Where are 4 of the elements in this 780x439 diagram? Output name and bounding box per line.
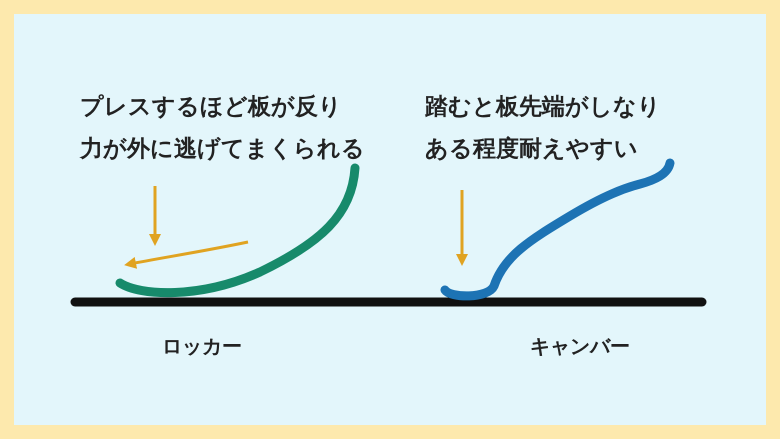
note-text: 踏むと板先端がしなりある程度耐えやすい [425,93,661,164]
note-text: プレスするほど板が反り力が外に逃げてまくられる [80,93,365,164]
type-label: ロッカー [162,333,242,360]
type-label: キャンバー [530,333,630,360]
